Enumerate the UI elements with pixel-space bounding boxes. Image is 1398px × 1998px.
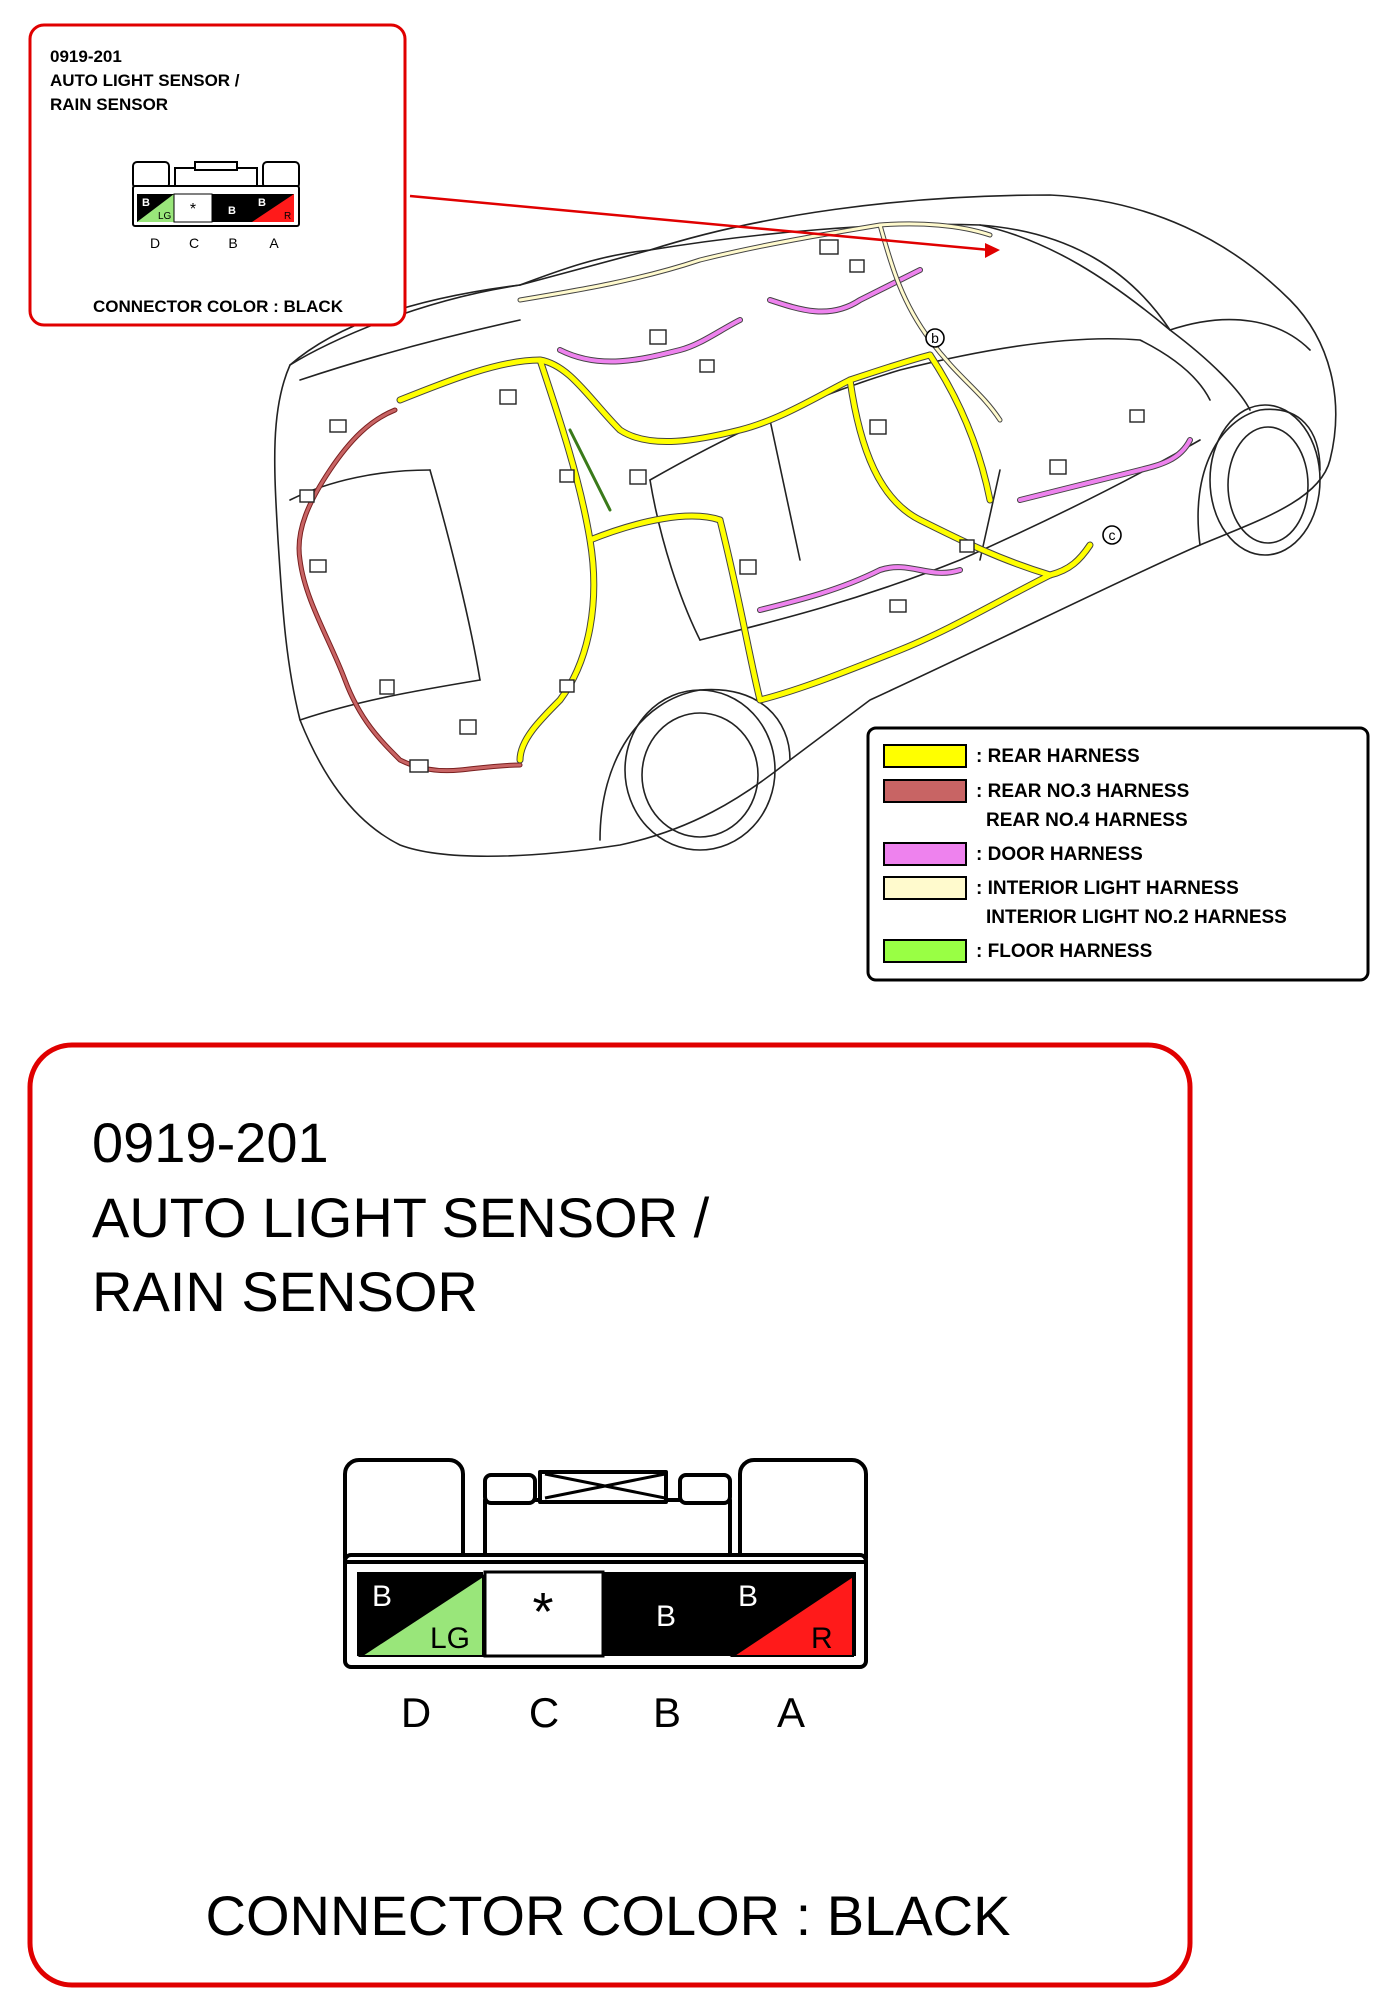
pin-d: D — [401, 1689, 431, 1736]
large-connector-wire-labels: B LG * B B R — [372, 1580, 833, 1655]
wire-d-top: B — [372, 1580, 392, 1613]
pin-b: B — [653, 1689, 681, 1736]
legend-item-floor-harness: : FLOOR HARNESS — [883, 939, 1152, 963]
wire-b: B — [656, 1600, 676, 1633]
legend-label: : INTERIOR LIGHT HARNESS — [976, 878, 1239, 899]
rear-harness-route — [396, 351, 1094, 764]
small-pin-a: A — [269, 235, 279, 251]
legend-label-2: REAR NO.4 HARNESS — [986, 810, 1188, 831]
callout-leader — [409, 194, 1000, 258]
large-callout: 0919-201 AUTO LIGHT SENSOR / RAIN SENSOR — [27, 1042, 1193, 1988]
rear-no3-harness-route — [296, 407, 523, 774]
legend-label: : REAR HARNESS — [976, 746, 1140, 767]
small-callout-title-2: RAIN SENSOR — [50, 95, 168, 114]
legend-item-rear-harness: : REAR HARNESS — [883, 744, 1140, 768]
small-pin-b: B — [228, 235, 237, 251]
wire-a-bottom: R — [811, 1622, 833, 1655]
small-wire-a-bottom: R — [284, 211, 291, 222]
marker-c: c — [1102, 525, 1122, 545]
small-pin-d: D — [150, 235, 160, 251]
large-callout-code: 0919-201 — [92, 1111, 329, 1174]
legend-item-rear-no3-harness: : REAR NO.3 HARNESS REAR NO.4 HARNESS — [883, 779, 1189, 831]
rear-harness-fill — [397, 352, 1093, 763]
small-wire-d-bottom: LG — [158, 211, 172, 222]
wire-d-bottom: LG — [430, 1622, 470, 1655]
small-connector-cells — [137, 193, 294, 223]
large-connector-pins: D C B A — [401, 1689, 805, 1736]
small-callout-title-1: AUTO LIGHT SENSOR / — [50, 71, 240, 90]
marker-b: b — [925, 328, 945, 348]
legend-label-2: INTERIOR LIGHT NO.2 HARNESS — [986, 907, 1287, 928]
legend-label: : REAR NO.3 HARNESS — [976, 781, 1189, 802]
interior-light-harness-fill — [518, 222, 1002, 422]
small-wire-d-top: B — [142, 197, 150, 209]
large-callout-title-1: AUTO LIGHT SENSOR / — [92, 1186, 710, 1249]
small-wire-c: * — [190, 201, 196, 218]
terminal-a — [729, 1572, 856, 1657]
interior-light-harness-route — [517, 221, 1003, 423]
wire-c: * — [532, 1582, 553, 1642]
terminal-c — [483, 1570, 605, 1658]
terminal-b — [603, 1572, 731, 1656]
small-callout-connector-color: CONNECTOR COLOR : BLACK — [93, 297, 344, 316]
connector-blocks — [299, 239, 1145, 773]
small-pin-c: C — [189, 235, 199, 251]
small-connector-pins: D C B A — [150, 235, 279, 251]
rear-no3-harness-fill — [297, 408, 522, 773]
small-wire-b: B — [228, 205, 236, 217]
large-callout-title-2: RAIN SENSOR — [92, 1260, 478, 1323]
large-callout-connector-color: CONNECTOR COLOR : BLACK — [206, 1884, 1011, 1947]
pin-a: A — [777, 1689, 805, 1736]
floor-harness-route — [568, 428, 612, 512]
marker-c-label: c — [1109, 527, 1116, 543]
pin-c: C — [529, 1689, 559, 1736]
harness-legend: : REAR HARNESS : REAR NO.3 HARNESS REAR … — [866, 726, 1370, 982]
legend-label: : DOOR HARNESS — [976, 844, 1143, 865]
small-callout-code: 0919-201 — [50, 47, 122, 66]
terminal-d — [357, 1572, 484, 1657]
wire-a-top: B — [738, 1580, 758, 1613]
large-connector-latch — [544, 1472, 666, 1500]
legend-label: : FLOOR HARNESS — [976, 941, 1152, 962]
legend-item-door-harness: : DOOR HARNESS — [883, 842, 1143, 866]
large-connector-cells — [357, 1570, 856, 1658]
small-connector-labels: B LG * B B R — [142, 197, 291, 222]
door-harness-fill — [558, 268, 1192, 612]
small-wire-a-top: B — [258, 197, 266, 209]
marker-b-label: b — [931, 330, 939, 346]
small-callout: 0919-201 AUTO LIGHT SENSOR / RAIN SENSOR… — [28, 23, 407, 327]
legend-item-interior-light-harness: : INTERIOR LIGHT HARNESS INTERIOR LIGHT … — [883, 876, 1287, 928]
